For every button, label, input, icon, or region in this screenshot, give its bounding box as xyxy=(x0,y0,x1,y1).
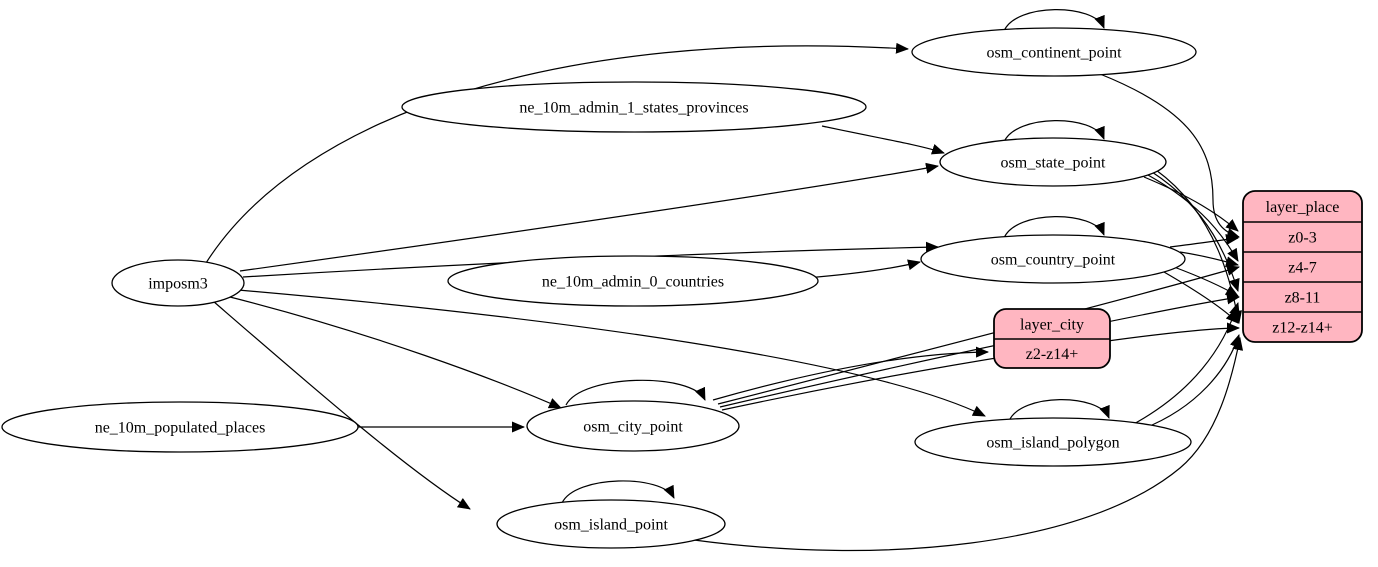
node-ne_10m_populated_places: ne_10m_populated_places xyxy=(1,401,359,453)
node-osm_island_point: osm_island_point xyxy=(496,499,726,549)
ne_10m_admin_1_states_provinces-ellipse xyxy=(401,81,867,133)
osm_state_point-label: osm_state_point xyxy=(1001,155,1106,172)
layer_place-row-z4-7: z4-7 xyxy=(1288,260,1316,277)
edge-osm_continent_point-to-layer_place-z0-3 xyxy=(1099,73,1240,239)
osm_island_polygon-label: osm_island_polygon xyxy=(986,435,1119,452)
layer_city-row-z2-z14+: z2-z14+ xyxy=(1026,346,1079,363)
edge-self-osm_state_point xyxy=(1003,120,1105,143)
osm_country_point-label: osm_country_point xyxy=(991,252,1116,269)
node-osm_country_point: osm_country_point xyxy=(920,234,1186,284)
osm_city_point-label: osm_city_point xyxy=(583,419,683,436)
edge-osm_state_point-to-layer_place-z4-7 xyxy=(1147,174,1239,262)
imposm3-ellipse xyxy=(111,259,245,307)
node-ne_10m_admin_1_states_provinces: ne_10m_admin_1_states_provinces xyxy=(401,81,867,133)
imposm3-label: imposm3 xyxy=(148,276,208,293)
node-osm_state_point: osm_state_point xyxy=(939,137,1167,187)
osm_continent_point-label: osm_continent_point xyxy=(986,45,1122,62)
edge-osm_island_polygon-to-layer_place-z8-11 xyxy=(1129,302,1240,427)
layer_place-box xyxy=(1242,190,1363,343)
edge-osm_state_point-to-layer_place-z12-z14+ xyxy=(1155,169,1243,324)
edges-layer xyxy=(205,9,1244,552)
ne_10m_admin_0_countries-ellipse xyxy=(447,255,819,307)
osm_island_point-label: osm_island_point xyxy=(554,517,668,534)
edge-osm_country_point-to-layer_place-z0-3 xyxy=(1169,234,1239,248)
ne_10m_populated_places-ellipse xyxy=(1,401,359,453)
edge-self-osm_country_point xyxy=(1003,216,1105,239)
edge-osm_country_point-to-layer_place-z8-11 xyxy=(1173,266,1239,297)
layer_place-header-label: layer_place xyxy=(1266,199,1340,216)
edge-imposm3-to-osm_city_point xyxy=(225,295,562,409)
ne_10m_admin_1_states_provinces-label: ne_10m_admin_1_states_provinces xyxy=(519,100,748,117)
node-imposm3: imposm3 xyxy=(111,259,245,307)
edge-osm_state_point-to-layer_place-z0-3 xyxy=(1143,176,1239,232)
osm_island_point-ellipse xyxy=(496,499,726,549)
edge-ne_10m_admin_1_states_provinces-to-osm_state_point xyxy=(821,125,945,155)
osm_island_polygon-ellipse xyxy=(914,417,1192,467)
edge-imposm3-to-osm_state_point xyxy=(239,162,939,272)
edge-self-osm_city_point xyxy=(565,379,706,406)
osm_country_point-ellipse xyxy=(920,234,1186,284)
node-osm_city_point: osm_city_point xyxy=(526,400,740,452)
node-ne_10m_admin_0_countries: ne_10m_admin_0_countries xyxy=(447,255,819,307)
edge-imposm3-to-osm_continent_point xyxy=(205,42,909,264)
edge-self-osm_continent_point xyxy=(1003,9,1105,32)
osm_city_point-ellipse xyxy=(526,400,740,452)
edge-self-osm_island_point xyxy=(561,480,675,504)
edge-self-osm_island_polygon xyxy=(1008,399,1110,422)
edge-osm_island_point-to-layer_place-z12-z14+ xyxy=(693,337,1244,552)
node-osm_continent_point: osm_continent_point xyxy=(911,27,1197,77)
nodes-layer: imposm3 ne_10m_admin_1_states_provincesne… xyxy=(1,27,1363,549)
layer_place-row-z8-11: z8-11 xyxy=(1285,290,1321,307)
node-layer_place: layer_place z0-3 z4-7 z8-11 z12-z14+ xyxy=(1242,190,1363,343)
osm_state_point-ellipse xyxy=(939,137,1167,187)
edge-ne_10m_admin_0_countries-to-osm_country_point xyxy=(805,259,921,279)
layer_city-header-label: layer_city xyxy=(1020,317,1084,334)
edge-osm_country_point-to-layer_place-z4-7 xyxy=(1179,251,1239,267)
layer_place-row-z0-3: z0-3 xyxy=(1288,230,1316,247)
edge-imposm3-to-osm_island_polygon xyxy=(237,289,986,417)
edge-osm_state_point-to-layer_place-z8-11 xyxy=(1151,171,1240,292)
edge-osm_city_point-to-layer_place-z12-z14+ xyxy=(721,322,1240,411)
layer_place-row-z12-z14+: z12-z14+ xyxy=(1272,320,1333,337)
ne_10m_admin_0_countries-label: ne_10m_admin_0_countries xyxy=(542,274,724,291)
node-osm_island_polygon: osm_island_polygon xyxy=(914,417,1192,467)
ne_10m_populated_places-label: ne_10m_populated_places xyxy=(95,420,266,437)
edge-osm_country_point-to-layer_place-z12-z14+ xyxy=(1163,271,1239,324)
osm_continent_point-ellipse xyxy=(911,27,1197,77)
node-layer_city: layer_city z2-z14+ xyxy=(993,308,1111,369)
edge-osm_city_point-to-layer_city-z2-z14+ xyxy=(712,346,989,401)
